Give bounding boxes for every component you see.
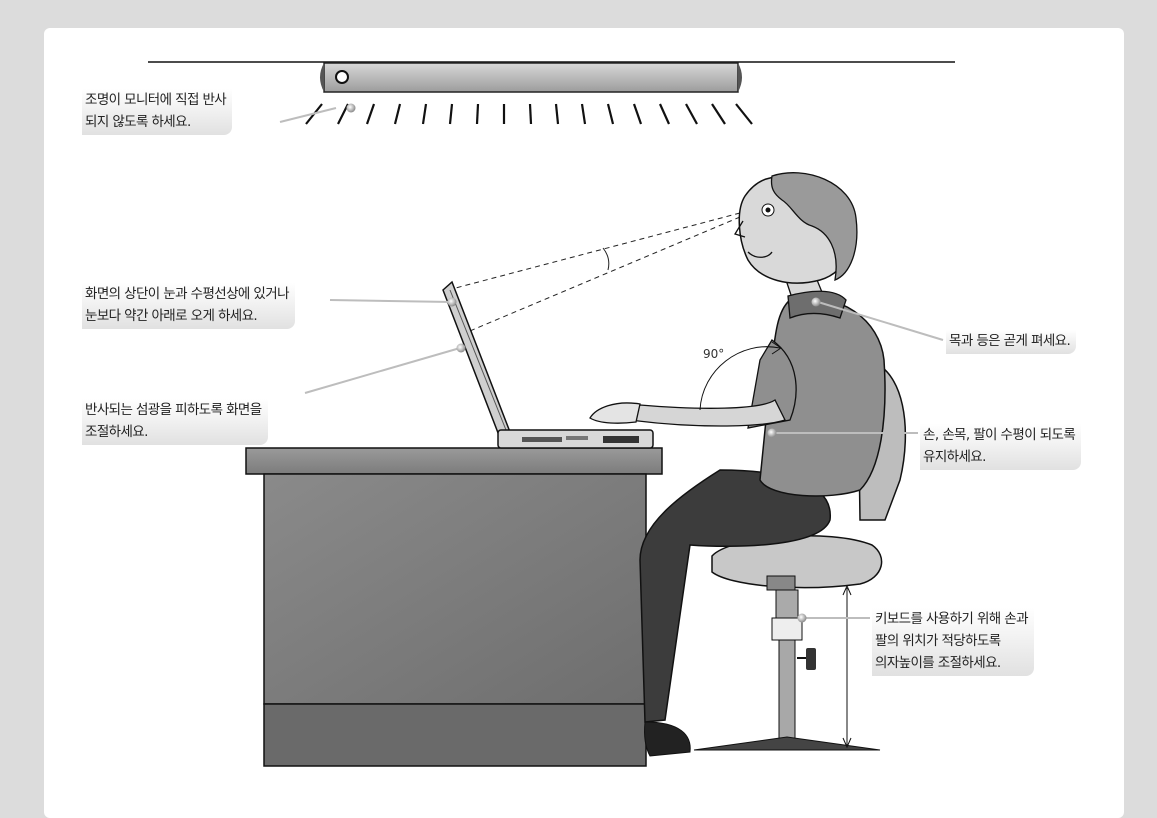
label-chair-height: 키보드를 사용하기 위해 손과 팔의 위치가 적당하도록 의자높이를 조절하세요… <box>872 608 1034 676</box>
label-glare-line-2: 조절하세요. <box>85 421 262 443</box>
label-glare: 반사되는 섬광을 피하도록 화면을 조절하세요. <box>82 399 268 445</box>
label-hands-arms-line-2: 유지하세요. <box>923 446 1075 468</box>
light-rays <box>306 104 752 124</box>
label-chair-height-line-3: 의자높이를 조절하세요. <box>875 652 1028 674</box>
label-screen-top: 화면의 상단이 눈과 수평선상에 있거나 눈보다 약간 아래로 오게 하세요. <box>82 283 295 329</box>
label-chair-height-line-1: 키보드를 사용하기 위해 손과 <box>875 608 1028 630</box>
ceiling-lamp <box>148 62 955 92</box>
label-lighting-line-1: 조명이 모니터에 직접 반사 <box>85 89 226 111</box>
label-lighting-line-2: 되지 않도록 하세요. <box>85 111 226 133</box>
sight-lines <box>448 213 740 336</box>
label-hands-arms-line-1: 손, 손목, 팔이 수평이 되도록 <box>923 424 1075 446</box>
label-chair-height-line-2: 팔의 위치가 적당하도록 <box>875 630 1028 652</box>
label-glare-line-1: 반사되는 섬광을 피하도록 화면을 <box>85 399 262 421</box>
label-neck-back-line-1: 목과 등은 곧게 펴세요. <box>949 330 1070 352</box>
label-lighting: 조명이 모니터에 직접 반사 되지 않도록 하세요. <box>82 89 232 135</box>
label-screen-top-line-2: 눈보다 약간 아래로 오게 하세요. <box>85 305 289 327</box>
label-neck-back: 목과 등은 곧게 펴세요. <box>946 330 1076 354</box>
label-hands-arms: 손, 손목, 팔이 수평이 되도록 유지하세요. <box>920 424 1081 470</box>
label-screen-top-line-1: 화면의 상단이 눈과 수평선상에 있거나 <box>85 283 289 305</box>
desk <box>246 448 662 766</box>
angle-label: 90° <box>703 347 724 361</box>
